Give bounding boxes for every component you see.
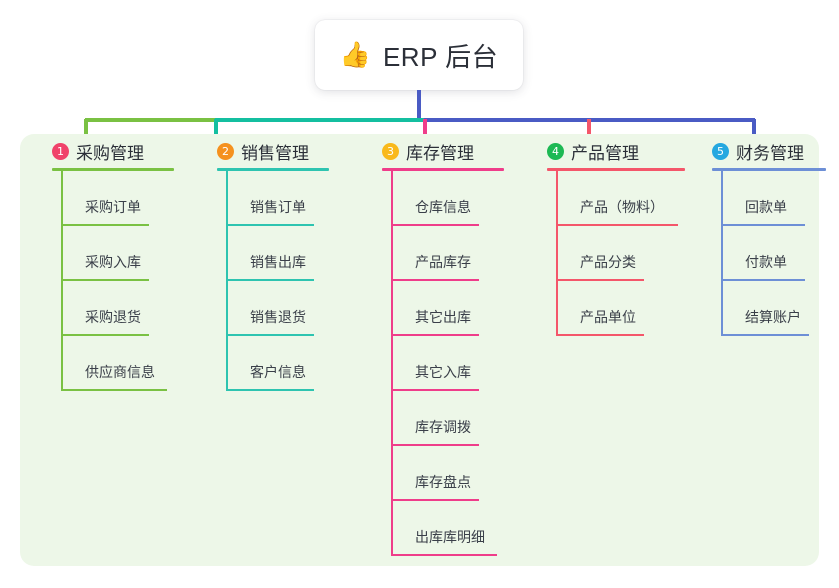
column-badge-finance: 5 xyxy=(712,142,729,160)
list-item[interactable]: 付款单 xyxy=(723,226,826,281)
column-rule-finance xyxy=(712,168,826,171)
column-badge-product: 4 xyxy=(547,142,564,160)
list-item-rule xyxy=(63,389,167,391)
column-rule-sales xyxy=(217,168,329,171)
list-item[interactable]: 出库库明细 xyxy=(393,501,504,556)
list-item-rule xyxy=(558,334,644,336)
list-item-rule xyxy=(228,279,314,281)
list-item-label: 采购退货 xyxy=(85,309,141,325)
column-header-sales[interactable]: 2 销售管理 xyxy=(195,134,329,168)
column-items-inventory: 仓库信息产品库存其它出库其它入库库存调拨库存盘点出库库明细 xyxy=(391,171,504,556)
list-item-label: 其它出库 xyxy=(415,309,471,325)
column-rule-product xyxy=(547,168,685,171)
root-node-content: 👍 ERP 后台 xyxy=(340,37,498,74)
list-item[interactable]: 产品单位 xyxy=(558,281,685,336)
column-header-purchase[interactable]: 1 采购管理 xyxy=(30,134,174,168)
list-item-rule xyxy=(228,389,314,391)
list-item-label: 其它入库 xyxy=(415,364,471,380)
list-item[interactable]: 采购订单 xyxy=(63,171,174,226)
column-items-finance: 回款单付款单结算账户 xyxy=(721,171,826,336)
list-item-label: 供应商信息 xyxy=(85,364,155,380)
list-item[interactable]: 其它入库 xyxy=(393,336,504,391)
list-item-rule xyxy=(228,334,314,336)
list-item-rule xyxy=(558,224,678,226)
root-node-card[interactable]: 👍 ERP 后台 xyxy=(315,20,523,90)
list-item-rule xyxy=(558,279,644,281)
column-finance: 5 财务管理回款单付款单结算账户 xyxy=(690,134,826,336)
list-item-label: 采购入库 xyxy=(85,254,141,270)
column-title-finance: 财务管理 xyxy=(736,143,804,163)
list-item-label: 产品单位 xyxy=(580,309,636,325)
list-item-label: 付款单 xyxy=(745,254,787,270)
column-title-sales: 销售管理 xyxy=(241,143,309,163)
column-badge-inventory: 3 xyxy=(382,142,399,160)
root-title: ERP 后台 xyxy=(382,41,499,72)
column-badge-sales: 2 xyxy=(217,142,234,160)
list-item[interactable]: 销售退货 xyxy=(228,281,329,336)
list-item[interactable]: 产品库存 xyxy=(393,226,504,281)
list-item-label: 结算账户 xyxy=(745,309,801,325)
list-item-rule xyxy=(393,334,479,336)
list-item-rule xyxy=(393,279,479,281)
column-items-sales: 销售订单销售出库销售退货客户信息 xyxy=(226,171,329,391)
list-item-label: 库存盘点 xyxy=(415,474,471,490)
list-item-label: 销售退货 xyxy=(250,309,306,325)
list-item[interactable]: 客户信息 xyxy=(228,336,329,391)
list-item[interactable]: 销售订单 xyxy=(228,171,329,226)
list-item-rule xyxy=(723,224,805,226)
list-item-label: 客户信息 xyxy=(250,364,306,380)
list-item-label: 库存调拨 xyxy=(415,419,471,435)
thumbs-up-icon: 👍 xyxy=(339,40,371,69)
list-item-rule xyxy=(63,279,149,281)
column-rule-inventory xyxy=(382,168,504,171)
column-purchase: 1 采购管理采购订单采购入库采购退货供应商信息 xyxy=(30,134,174,391)
list-item[interactable]: 产品（物料） xyxy=(558,171,685,226)
list-item[interactable]: 采购入库 xyxy=(63,226,174,281)
column-inventory: 3 库存管理仓库信息产品库存其它出库其它入库库存调拨库存盘点出库库明细 xyxy=(360,134,504,556)
list-item-rule xyxy=(723,334,809,336)
column-rule-purchase xyxy=(52,168,174,171)
column-title-inventory: 库存管理 xyxy=(406,143,474,163)
list-item-label: 产品分类 xyxy=(580,254,636,270)
list-item-rule xyxy=(393,444,479,446)
list-item-label: 销售订单 xyxy=(250,199,306,215)
column-header-inventory[interactable]: 3 库存管理 xyxy=(360,134,504,168)
list-item[interactable]: 产品分类 xyxy=(558,226,685,281)
list-item[interactable]: 库存调拨 xyxy=(393,391,504,446)
diagram-panel xyxy=(20,134,819,566)
list-item-label: 产品库存 xyxy=(415,254,471,270)
list-item-rule xyxy=(393,499,479,501)
list-item-label: 出库库明细 xyxy=(415,529,485,545)
list-item[interactable]: 供应商信息 xyxy=(63,336,174,391)
list-item-rule xyxy=(723,279,805,281)
column-product: 4 产品管理产品（物料） 产品分类产品单位 xyxy=(525,134,685,336)
list-item-rule xyxy=(228,224,314,226)
list-item[interactable]: 回款单 xyxy=(723,171,826,226)
list-item-label: 回款单 xyxy=(745,199,787,215)
column-badge-purchase: 1 xyxy=(52,142,69,160)
list-item[interactable]: 库存盘点 xyxy=(393,446,504,501)
column-header-product[interactable]: 4 产品管理 xyxy=(525,134,685,168)
list-item[interactable]: 仓库信息 xyxy=(393,171,504,226)
list-item[interactable]: 销售出库 xyxy=(228,226,329,281)
list-item-label: 仓库信息 xyxy=(415,199,471,215)
column-title-product: 产品管理 xyxy=(571,143,639,163)
list-item-label: 销售出库 xyxy=(250,254,306,270)
list-item-label: 产品（物料） xyxy=(580,199,664,215)
list-item-rule xyxy=(393,224,479,226)
list-item[interactable]: 其它出库 xyxy=(393,281,504,336)
list-item-rule xyxy=(393,389,479,391)
column-header-finance[interactable]: 5 财务管理 xyxy=(690,134,826,168)
column-items-purchase: 采购订单采购入库采购退货供应商信息 xyxy=(61,171,174,391)
list-item-rule xyxy=(63,334,149,336)
column-items-product: 产品（物料） 产品分类产品单位 xyxy=(556,171,685,336)
columns-container: 1 采购管理采购订单采购入库采购退货供应商信息 2 销售管理销售订单销售出库销售退货客… xyxy=(20,134,826,566)
list-item-rule xyxy=(63,224,149,226)
list-item[interactable]: 采购退货 xyxy=(63,281,174,336)
list-item-rule xyxy=(393,554,497,556)
column-title-purchase: 采购管理 xyxy=(76,143,144,163)
list-item-label: 采购订单 xyxy=(85,199,141,215)
column-sales: 2 销售管理销售订单销售出库销售退货客户信息 xyxy=(195,134,329,391)
list-item[interactable]: 结算账户 xyxy=(723,281,826,336)
